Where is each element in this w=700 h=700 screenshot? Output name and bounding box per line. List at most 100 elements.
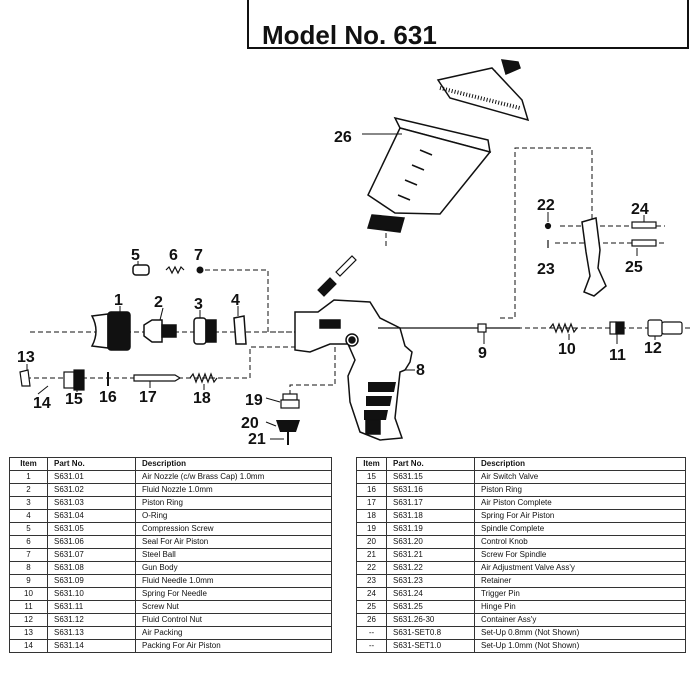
cell-description: Spindle Complete (474, 522, 686, 536)
cell-description: Spring For Air Piston (474, 509, 686, 523)
cell-part-no: S631.23 (386, 574, 475, 588)
callout-18: 18 (193, 390, 211, 407)
col-header-item: Item (356, 457, 387, 471)
cell-part-no: S631.11 (47, 600, 136, 614)
part-trigger (581, 217, 607, 297)
cell-description: Gun Body (135, 561, 332, 575)
part-fluid-nozzle (143, 319, 177, 343)
model-header: Model No. 631 (247, 0, 689, 50)
cell-description: Spring For Needle (135, 587, 332, 601)
cell-part-no: S631.15 (386, 470, 475, 484)
cell-item: 20 (356, 535, 387, 549)
cell-description: Screw Nut (135, 600, 332, 614)
model-title: Model No. 631 (262, 20, 437, 50)
cell-item: 12 (9, 613, 48, 627)
col-header-item: Item (9, 457, 48, 471)
cell-item: 22 (356, 561, 387, 575)
part-screw-nut (609, 321, 625, 335)
col-header-description: Description (474, 457, 686, 471)
cell-description: Fluid Control Nut (135, 613, 332, 627)
part-air-fitting (317, 255, 357, 297)
cell-description: Piston Ring (474, 483, 686, 497)
cell-part-no: S631.14 (47, 639, 136, 653)
col-header-description: Description (135, 457, 332, 471)
cell-description: Fluid Needle 1.0mm (135, 574, 332, 588)
callout-24: 24 (631, 201, 649, 218)
callout-2: 2 (154, 294, 163, 311)
cell-part-no: S631.08 (47, 561, 136, 575)
cell-item: 3 (9, 496, 48, 510)
callout-20: 20 (241, 415, 259, 432)
cell-item: 25 (356, 600, 387, 614)
cell-item: 23 (356, 574, 387, 588)
cell-item: 4 (9, 509, 48, 523)
callout-17: 17 (139, 389, 157, 406)
part-compression-screw (132, 264, 150, 276)
page-crop-edge (0, 661, 700, 700)
cell-description: Air Nozzle (c/w Brass Cap) 1.0mm (135, 470, 332, 484)
cell-item: 7 (9, 548, 48, 562)
cell-description: Air Packing (135, 626, 332, 640)
cell-part-no: S631.01 (47, 470, 136, 484)
cell-description: Screw For Spindle (474, 548, 686, 562)
cell-part-no: S631.25 (386, 600, 475, 614)
cell-item: 19 (356, 522, 387, 536)
cell-part-no: S631-SET1.0 (386, 639, 475, 653)
callout-9: 9 (478, 345, 487, 362)
cell-item: 5 (9, 522, 48, 536)
cell-description: Hinge Pin (474, 600, 686, 614)
callout-5: 5 (131, 247, 140, 264)
cell-part-no: S631-SET0.8 (386, 626, 475, 640)
cell-item: 11 (9, 600, 48, 614)
cell-part-no: S631.16 (386, 483, 475, 497)
cell-part-no: S631.20 (386, 535, 475, 549)
cell-item: 6 (9, 535, 48, 549)
part-piston-spring (189, 372, 218, 384)
part-air-piston (133, 374, 182, 382)
part-fluid-needle (378, 323, 520, 333)
callout-1: 1 (114, 292, 123, 309)
part-pins (544, 221, 657, 248)
part-air-packing (19, 369, 31, 387)
cell-description: Packing For Air Piston (135, 639, 332, 653)
part-air-switch-valve (63, 369, 85, 391)
cell-item: 14 (9, 639, 48, 653)
cell-description: O-Ring (135, 509, 332, 523)
table-header-row: Item Part No. Description (9, 457, 332, 471)
cell-item: -- (356, 626, 387, 640)
cell-part-no: S631.18 (386, 509, 475, 523)
callout-22: 22 (537, 197, 555, 214)
cell-part-no: S631.26-30 (386, 613, 475, 627)
cell-description: Control Knob (474, 535, 686, 549)
cell-part-no: S631.04 (47, 509, 136, 523)
cell-description: Compression Screw (135, 522, 332, 536)
cell-item: 1 (9, 470, 48, 484)
cell-item: 16 (356, 483, 387, 497)
callout-7: 7 (194, 247, 203, 264)
cell-description: Air Switch Valve (474, 470, 686, 484)
part-piston-ring (193, 317, 217, 345)
cell-part-no: S631.09 (47, 574, 136, 588)
cell-item: 18 (356, 509, 387, 523)
cell-description: Seal For Air Piston (135, 535, 332, 549)
cell-part-no: S631.19 (386, 522, 475, 536)
cell-part-no: S631.24 (386, 587, 475, 601)
callout-3: 3 (194, 296, 203, 313)
cell-item: 21 (356, 548, 387, 562)
cell-item: 13 (9, 626, 48, 640)
